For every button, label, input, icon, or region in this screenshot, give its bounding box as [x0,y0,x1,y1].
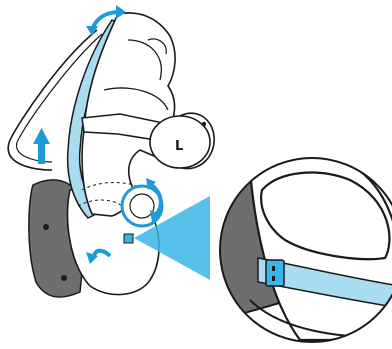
side-label: L [175,139,183,154]
cushion-dot [43,224,49,230]
callout-zoom [220,156,392,342]
up-arrow [33,128,50,164]
earpiece-dot [202,122,206,126]
hub-clip [124,234,133,243]
cushion-dot-lower [61,275,67,281]
hub-inner [130,194,154,218]
